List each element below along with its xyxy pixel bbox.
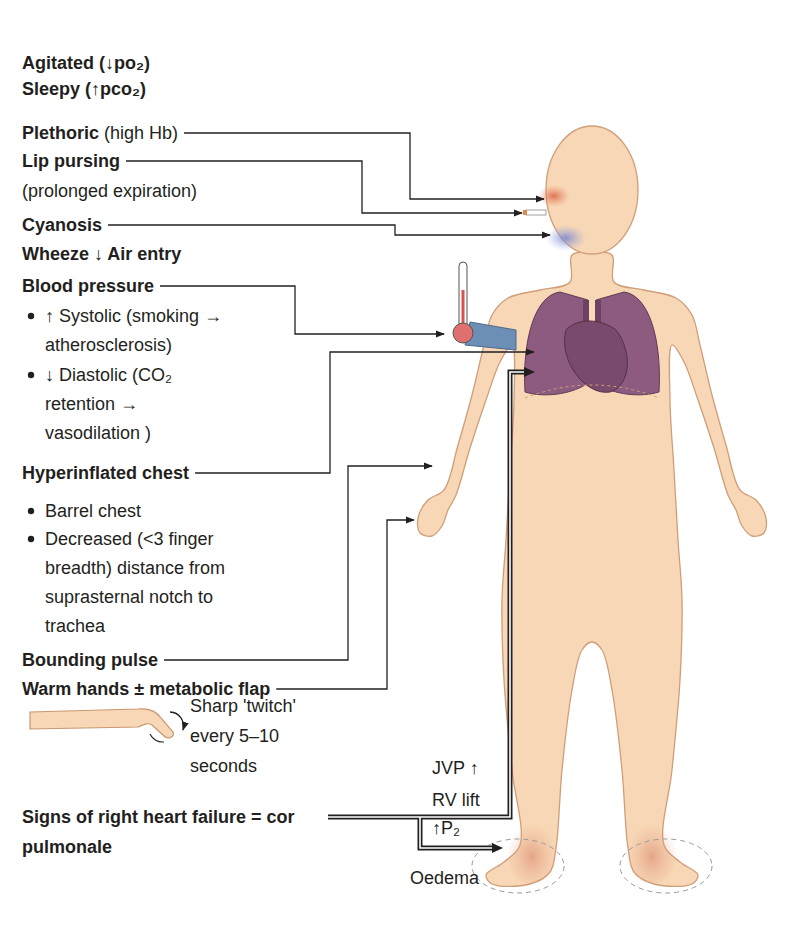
bullet (28, 508, 34, 514)
oedema-tint (626, 816, 678, 884)
label-text: ↓ Diastolic (CO₂ retention → vasodilatio… (45, 361, 210, 448)
heart (565, 321, 628, 392)
diaphragm (525, 385, 659, 398)
body-outline (418, 252, 767, 887)
label-text: (high Hb) (104, 120, 178, 146)
label-text: ↑P₂ (432, 815, 460, 841)
leader-line (108, 225, 550, 235)
great-vessels (586, 300, 598, 322)
label-text: Wheeze ↓ Air entry (22, 241, 181, 267)
double-leader-gap (328, 372, 524, 817)
label-text: Bounding pulse (22, 647, 158, 673)
label-text: Cyanosis (22, 212, 102, 238)
bullet (28, 536, 34, 542)
label-text: Hyperinflated chest (22, 460, 189, 486)
label-text: Oedema (410, 865, 479, 891)
label-text: Barrel chest (45, 498, 141, 524)
twitch-arm (30, 709, 184, 742)
oedema-tint (506, 816, 558, 884)
oedema-outline (620, 839, 712, 893)
cigarette-tip (523, 210, 527, 215)
plethoric-flush (538, 185, 570, 207)
thermometer-bulb (453, 323, 473, 343)
bullet (28, 372, 34, 378)
label-text: Plethoric (22, 120, 99, 146)
cigarette (526, 210, 546, 215)
forearm (30, 709, 173, 738)
label-text: Sleepy (↑pco₂) (22, 76, 146, 102)
label-text: Signs of right heart failure = cor pulmo… (22, 802, 322, 862)
leader-line (276, 520, 414, 689)
label-text: RV lift (432, 787, 480, 813)
bullets (28, 313, 34, 542)
cyanosis-patch (546, 225, 586, 251)
label-text: (prolonged expiration) (22, 178, 197, 204)
bullet (28, 313, 34, 319)
label-text: Sharp 'twitch' every 5–10 seconds (190, 691, 325, 781)
label-text: Agitated (↓po₂) (22, 50, 150, 76)
label-text: Lip pursing (22, 148, 120, 174)
double-leader-line (328, 372, 524, 817)
motion-arc (150, 734, 164, 742)
leader-line (184, 133, 544, 199)
leader-line (195, 352, 534, 473)
label-text: ↑ Systolic (smoking → atherosclerosis) (45, 302, 245, 360)
label-text: JVP ↑ (432, 755, 479, 781)
label-text: Decreased (<3 finger breadth) distance f… (45, 525, 263, 641)
body-figure (418, 126, 767, 893)
label-text: Blood pressure (22, 273, 154, 299)
motion-arc (170, 712, 184, 730)
